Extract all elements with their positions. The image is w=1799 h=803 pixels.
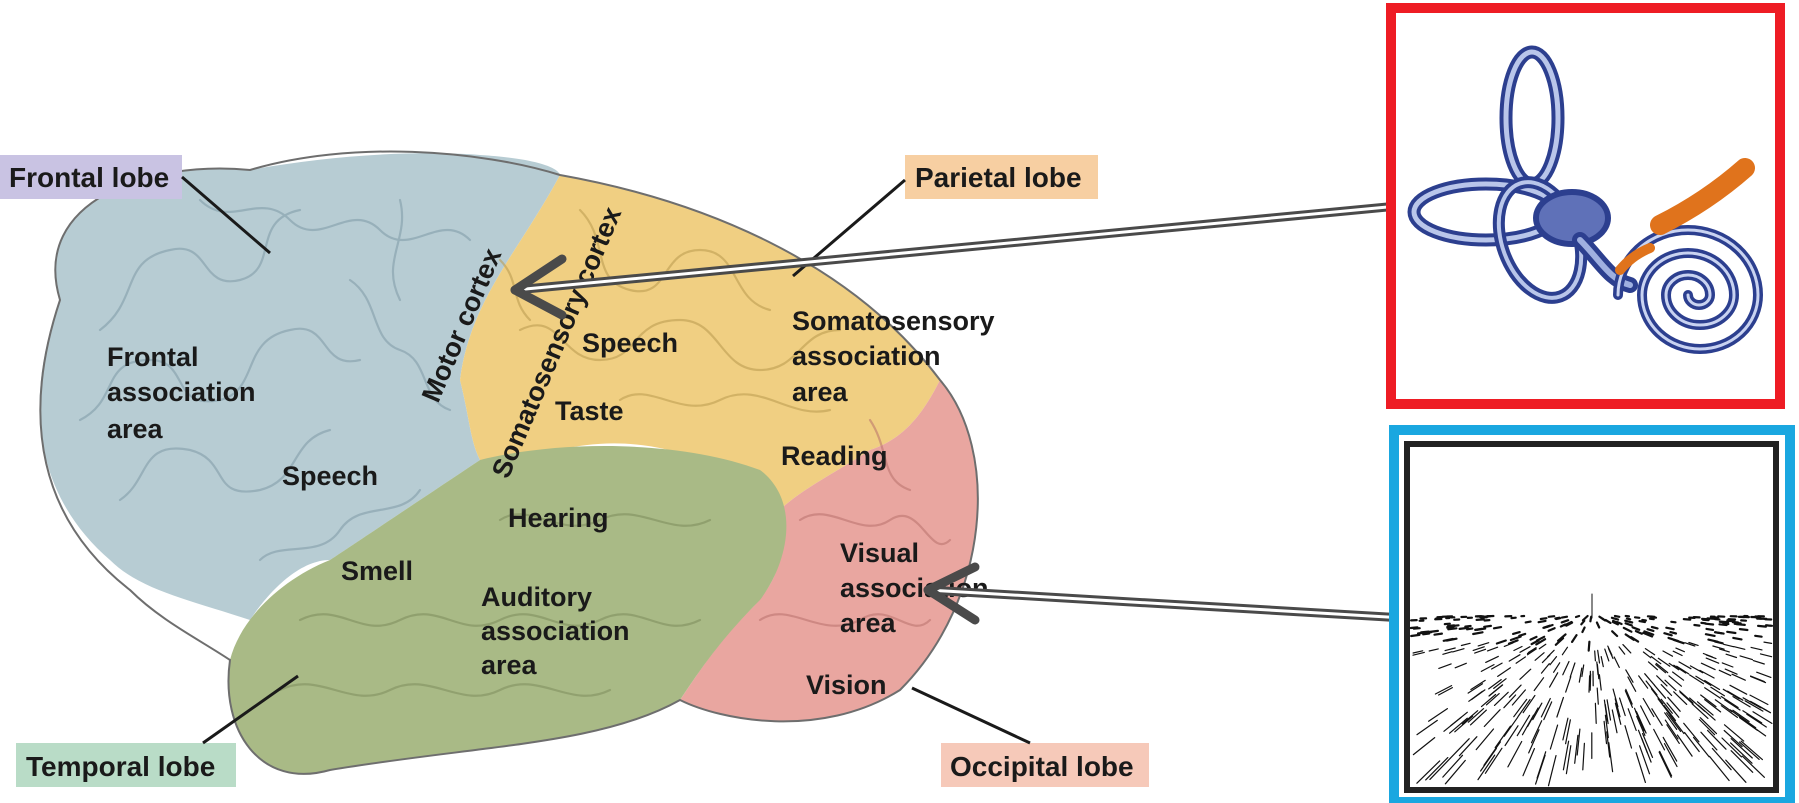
flow-dash	[1414, 628, 1420, 629]
flow-dash	[1526, 622, 1531, 623]
flow-dash	[1447, 627, 1453, 628]
flow-dash	[1650, 619, 1654, 620]
taste-label: Taste	[555, 396, 624, 426]
flow-dash	[1589, 642, 1590, 651]
vision-label: Vision	[806, 670, 887, 700]
svg-text:Occipital lobe: Occipital lobe	[950, 751, 1134, 782]
flow-dash	[1429, 631, 1438, 632]
flow-dash	[1755, 636, 1761, 637]
flow-dash	[1740, 629, 1748, 630]
flow-dash	[1671, 622, 1675, 623]
svg-text:Parietal lobe: Parietal lobe	[915, 162, 1082, 193]
flow-dash	[1555, 618, 1559, 619]
svg-text:Frontal lobe: Frontal lobe	[9, 162, 169, 193]
inner-ear-inset	[1391, 8, 1780, 404]
smell-label: Smell	[341, 556, 413, 586]
speech-parietal-label: Speech	[582, 328, 678, 358]
flow-dash	[1465, 626, 1470, 627]
flow-dash	[1541, 618, 1547, 619]
flow-dash	[1562, 617, 1567, 618]
flow-dash	[1627, 619, 1630, 620]
flow-dash	[1477, 619, 1484, 620]
flow-dash	[1460, 628, 1468, 629]
flow-dash	[1666, 628, 1673, 630]
flow-dash	[1670, 632, 1676, 633]
flow-dash	[1615, 616, 1619, 617]
flow-dash	[1684, 619, 1691, 620]
flow-dash	[1642, 620, 1646, 621]
flow-dash	[1720, 624, 1727, 625]
flow-dash	[1758, 626, 1766, 627]
flow-dash	[1494, 627, 1501, 628]
flow-dash	[1652, 627, 1658, 628]
speech-frontal-label: Speech	[282, 461, 378, 491]
reading-label: Reading	[781, 441, 888, 471]
flow-dash	[1484, 626, 1491, 627]
flow-dash	[1576, 616, 1579, 617]
flow-dash	[1539, 621, 1546, 622]
flow-dash	[1735, 624, 1741, 625]
flow-dash	[1595, 703, 1596, 723]
hearing-label: Hearing	[508, 503, 609, 533]
flow-dash	[1767, 625, 1773, 626]
flow-dash	[1435, 634, 1442, 635]
flow-dash	[1448, 628, 1456, 629]
flow-dash	[1733, 638, 1741, 640]
flow-dash	[1411, 635, 1419, 636]
flow-dash	[1595, 651, 1596, 661]
flow-dash	[1421, 632, 1429, 633]
svg-text:Temporal lobe: Temporal lobe	[26, 751, 215, 782]
flow-dash	[1707, 629, 1714, 630]
flow-to-visual-area-arrow	[928, 567, 1404, 620]
flow-dash	[1694, 625, 1699, 626]
flow-dash	[1549, 616, 1555, 617]
flow-dash	[1590, 617, 1591, 622]
flow-dash	[1705, 624, 1713, 625]
flow-dash	[1448, 625, 1454, 626]
flow-dash	[1727, 632, 1735, 633]
flow-dash	[1715, 632, 1723, 633]
flow-dash	[1475, 629, 1482, 630]
occipital-lobe-tag: Occipital lobe	[912, 688, 1149, 787]
flow-dash	[1635, 617, 1639, 618]
optic-flow-inset	[1394, 430, 1790, 802]
